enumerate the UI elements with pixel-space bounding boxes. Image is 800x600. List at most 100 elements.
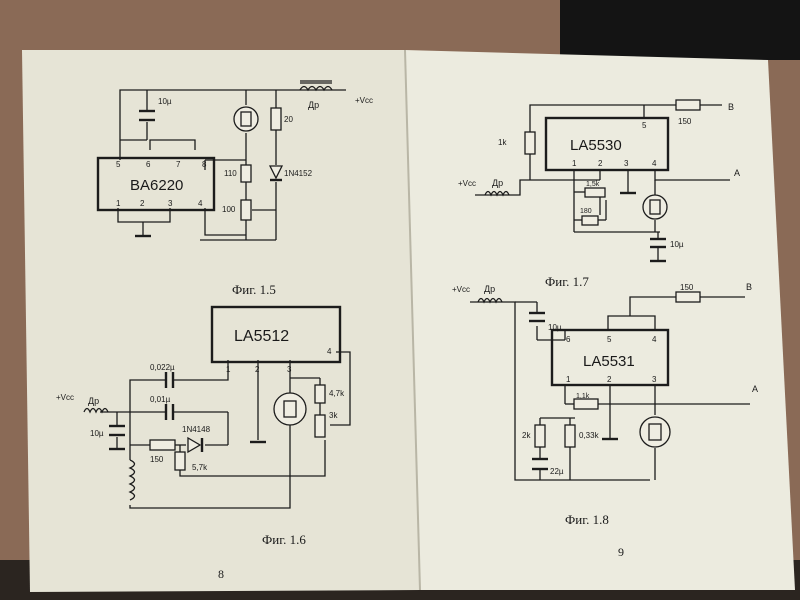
resistor-icon (581, 215, 599, 226)
resistor-icon (174, 451, 186, 471)
chip-la5531-label: LA5531 (583, 353, 635, 370)
resistor-icon (573, 398, 599, 410)
svg-text:1N4152: 1N4152 (284, 169, 313, 178)
svg-text:1,5k: 1,5k (586, 181, 600, 188)
svg-text:10µ: 10µ (158, 97, 172, 106)
caption-fig-1-5: Фиг. 1.5 (232, 282, 276, 297)
diode-icon (268, 165, 284, 180)
potentiometer-icon (240, 199, 252, 221)
diode-icon (187, 436, 202, 454)
svg-text:Др: Др (308, 100, 319, 110)
potentiometer-icon (584, 187, 606, 198)
svg-text:5: 5 (607, 335, 612, 344)
svg-text:1,1k: 1,1k (576, 393, 590, 400)
svg-text:2: 2 (607, 375, 612, 384)
svg-text:4: 4 (327, 347, 332, 356)
figure-1-8: LA5531 6 5 4 1 2 3 10µ 150 B A 1,1k 2k 0… (452, 282, 758, 527)
svg-text:6: 6 (146, 160, 151, 169)
resistor-icon (149, 439, 176, 451)
svg-text:20: 20 (284, 115, 293, 124)
svg-text:10µ: 10µ (670, 240, 684, 249)
svg-text:B: B (728, 102, 734, 112)
svg-text:1N4148: 1N4148 (182, 425, 211, 434)
svg-text:5,7k: 5,7k (192, 463, 208, 472)
svg-text:2: 2 (598, 159, 603, 168)
svg-text:5: 5 (642, 121, 647, 130)
chip-la5512-label: LA5512 (234, 328, 289, 345)
chip-la5530-label: LA5530 (570, 137, 622, 154)
svg-text:+Vcc: +Vcc (458, 179, 476, 188)
figure-1-5: BA6220 5 6 7 8 1 2 3 4 10µ 20 110 100 1N… (96, 80, 373, 297)
svg-text:2: 2 (255, 365, 260, 374)
svg-text:8: 8 (202, 160, 207, 169)
svg-text:7: 7 (176, 160, 181, 169)
svg-text:150: 150 (150, 455, 164, 464)
book-spine (404, 49, 421, 591)
resistor-icon (240, 164, 252, 183)
svg-text:0,022µ: 0,022µ (150, 363, 175, 372)
choke-icon (83, 407, 109, 414)
svg-text:3: 3 (652, 375, 657, 384)
svg-text:3: 3 (287, 365, 292, 374)
svg-text:5: 5 (116, 160, 121, 169)
page-number-right: 9 (618, 545, 624, 559)
chip-ba6220-label: BA6220 (130, 177, 183, 194)
svg-text:1: 1 (572, 159, 577, 168)
resistor-icon (270, 107, 282, 131)
svg-text:1: 1 (566, 375, 571, 384)
svg-text:110: 110 (224, 169, 237, 178)
svg-text:Др: Др (88, 396, 99, 406)
resistor-icon (524, 131, 536, 155)
left-page (22, 50, 420, 592)
right-page (405, 50, 795, 590)
svg-text:0,33k: 0,33k (579, 431, 600, 440)
open-book (22, 49, 795, 592)
svg-text:180: 180 (580, 208, 592, 215)
svg-text:150: 150 (680, 283, 694, 292)
svg-text:1k: 1k (498, 138, 507, 147)
svg-text:+Vcc: +Vcc (355, 96, 373, 105)
svg-text:100: 100 (222, 205, 236, 214)
figure-1-6: LA5512 1 2 3 4 0,022µ 0,01µ 10µ 150 1N41… (56, 305, 351, 547)
choke-icon (484, 190, 510, 197)
svg-text:+Vcc: +Vcc (56, 393, 74, 402)
svg-text:22µ: 22µ (550, 467, 564, 476)
resistor-icon (675, 291, 701, 303)
svg-text:150: 150 (678, 117, 692, 126)
svg-text:3: 3 (624, 159, 629, 168)
svg-text:A: A (734, 168, 740, 178)
caption-fig-1-8: Фиг. 1.8 (565, 512, 609, 527)
svg-text:B: B (746, 282, 752, 292)
resistor-icon (534, 424, 546, 448)
svg-text:A: A (752, 384, 758, 394)
svg-text:10µ: 10µ (548, 323, 562, 332)
svg-text:1: 1 (226, 365, 231, 374)
figure-1-7: LA5530 5 1 2 3 4 1k 150 B A 1,5k 180 10µ… (458, 99, 740, 289)
choke-icon (299, 85, 333, 92)
potentiometer-icon (314, 414, 326, 438)
svg-text:6: 6 (566, 335, 571, 344)
resistor-icon (564, 424, 576, 448)
svg-text:4: 4 (652, 335, 657, 344)
svg-text:4: 4 (198, 199, 203, 208)
svg-text:4: 4 (652, 159, 657, 168)
caption-fig-1-6: Фиг. 1.6 (262, 532, 306, 547)
svg-text:10µ: 10µ (90, 429, 104, 438)
svg-text:2: 2 (140, 199, 145, 208)
svg-text:3: 3 (168, 199, 173, 208)
svg-text:Др: Др (492, 178, 503, 188)
svg-text:3k: 3k (329, 411, 338, 420)
svg-text:+Vcc: +Vcc (452, 285, 470, 294)
svg-text:0,01µ: 0,01µ (150, 395, 171, 404)
svg-text:Др: Др (484, 284, 495, 294)
dark-object (560, 0, 800, 60)
resistor-icon (675, 99, 701, 111)
choke-icon (477, 297, 503, 304)
page-number-left: 8 (218, 567, 224, 581)
svg-text:2k: 2k (522, 431, 531, 440)
caption-fig-1-7: Фиг. 1.7 (545, 274, 589, 289)
coil-icon (128, 459, 136, 501)
resistor-icon (314, 384, 326, 404)
svg-text:4,7k: 4,7k (329, 389, 345, 398)
